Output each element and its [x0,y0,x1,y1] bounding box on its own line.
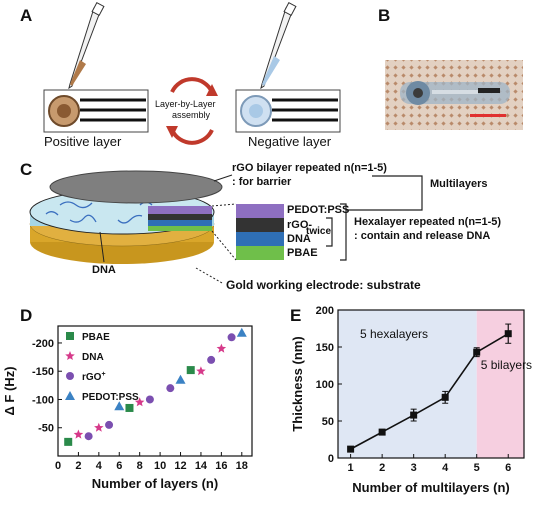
chart-d-legend-label: rGO+ [82,371,106,383]
chart-d-xtick-label: 12 [174,460,186,472]
chart-d-ytick-label: -50 [38,423,54,435]
chart-d-point-square [64,438,72,446]
chart-e-xlabel: Number of multilayers (n) [352,480,509,495]
multilayers-label: Multilayers [430,178,487,190]
chart-e-xtick-label: 1 [348,462,354,474]
chart-d-legend-marker [65,351,75,360]
hexalayer-label-line2: : contain and release DNA [354,230,490,242]
chart-d-xtick-label: 14 [195,460,208,472]
chart-d-point-circle [105,421,113,429]
chart-d-point-circle [146,395,154,403]
chart-e-ytick-label: 0 [328,453,334,465]
chart-e-ytick-label: 200 [316,305,334,317]
barrier-label-line2: : for barrier [232,176,291,188]
chart-e-region2-label: 5 bilayers [481,358,532,372]
chart-e-xtick-label: 5 [474,462,480,474]
legend-pbae-label: PBAE [287,247,318,259]
chart-d-legend-marker [66,332,74,340]
chart-d-point-star [196,366,206,375]
legend-pbae-swatch [236,246,284,260]
chart-e-xtick-label: 6 [505,462,511,474]
twice-label: twice [306,226,331,237]
chart-d-point-circle [207,356,215,364]
chart-e-xtick-label: 4 [442,462,449,474]
chart-d-xtick-label: 18 [236,460,248,472]
chart-d-xtick-label: 16 [215,460,227,472]
chart-d-xtick-label: 6 [116,460,122,472]
chart-e-ytick-label: 100 [316,379,334,391]
hexalayer-label-line1: Hexalayer repeated n(n=1-5) [354,216,501,228]
chart-e-ytick-label: 150 [316,342,334,354]
legend-pedot-label: PEDOT:PSS [287,204,349,216]
chart-d-legend-marker [65,391,75,400]
chart-d-xtick-label: 2 [75,460,81,472]
chart-d-legend-label: PEDOT:PSS [82,392,139,403]
chart-d-xtick-label: 4 [96,460,103,472]
chart-e-point [410,412,417,419]
chart-d-point-circle [166,384,174,392]
chart-d-point-star [217,344,227,353]
chart-d-ytick-label: -200 [32,338,54,350]
chart-d-legend-label: PBAE [82,332,110,343]
chart-d-point-star [94,423,104,432]
chart-d-ylabel: Δ F (Hz) [2,366,17,415]
legend-dna-swatch [236,232,284,246]
chart-d-ytick-label: -100 [32,394,54,406]
chart-e-ytick-label: 50 [322,416,334,428]
chart-d-point-triangle [237,328,247,337]
chart-d-point-circle [85,432,93,440]
chart-d-point-square [187,366,195,374]
chart-e-xtick-label: 2 [379,462,385,474]
chart-e-region1-label: 5 hexalayers [360,327,428,341]
chart-d-point-triangle [176,375,186,384]
chart-e-region-bilayers [477,310,524,458]
chart-e-point [347,446,354,453]
chart-e-ylabel: Thickness (nm) [290,336,305,431]
chart-d-legend-label: DNA [82,352,104,363]
chart-d-xtick-label: 10 [154,460,166,472]
legend-pedot-swatch [236,204,284,218]
chart-e-point [473,349,480,356]
chart-d-point-square [125,404,133,412]
chart-d-ytick-label: -150 [32,366,54,378]
chart-d-xtick-label: 8 [137,460,143,472]
chart-d-xlabel: Number of layers (n) [92,476,218,491]
chart-d-xtick-label: 0 [55,460,61,472]
barrier-label-line1: rGO bilayer repeated n(n=1-5) [232,162,387,174]
chart-d-legend-sup: + [101,371,105,378]
chart-e-point [379,429,386,436]
panel-c-illustration [0,0,546,310]
electrode-label: Gold working electrode: substrate [226,278,421,292]
chart-d-point-star [74,430,84,439]
chart-e-xtick-label: 3 [411,462,417,474]
dna-callout-label: DNA [92,264,116,276]
chart-d-point-circle [228,333,236,341]
chart-d-legend-marker [66,372,74,380]
chart-e-point [505,330,512,337]
legend-rgo-swatch [236,218,284,232]
chart-e-point [442,394,449,401]
